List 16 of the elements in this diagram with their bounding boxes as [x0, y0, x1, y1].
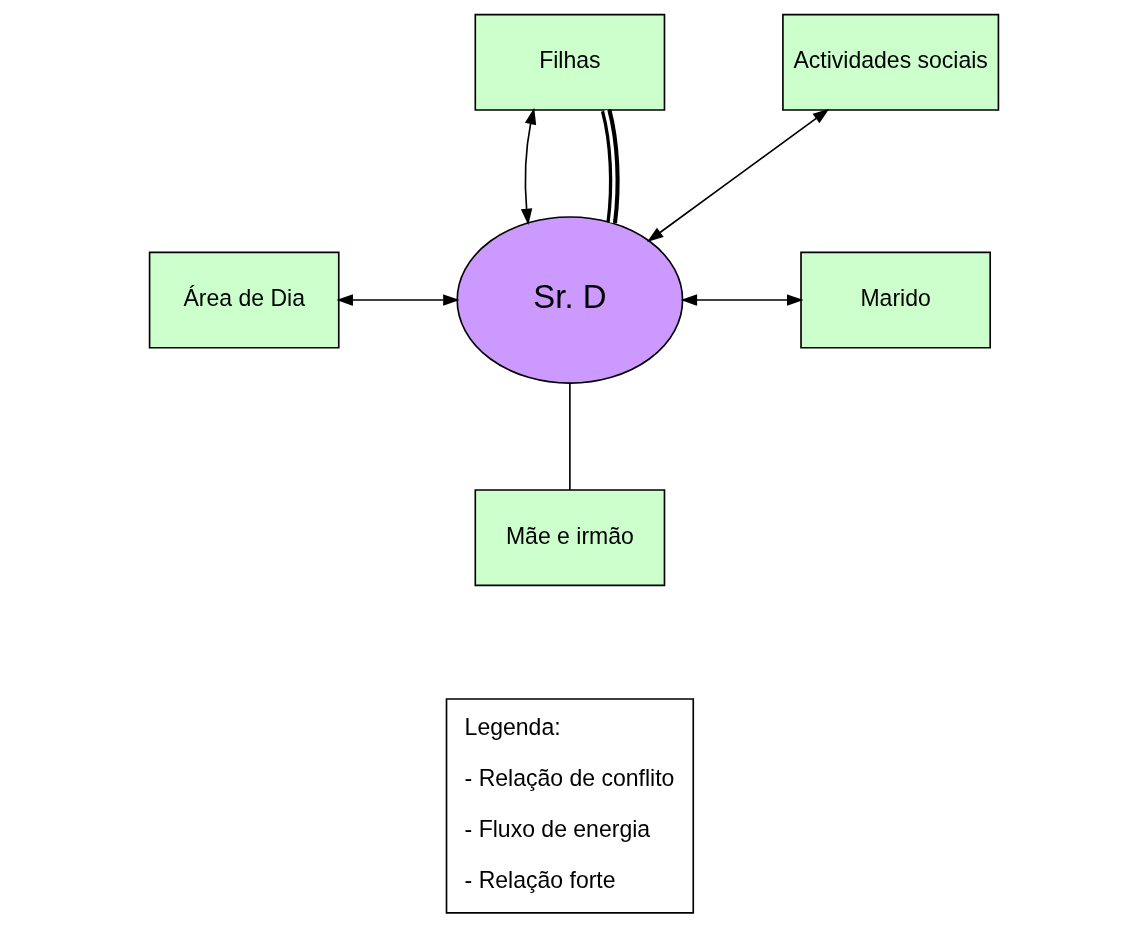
node-box: Marido	[800, 251, 991, 349]
node-box: Área de Dia	[148, 251, 340, 349]
arrow	[336, 294, 460, 306]
node-box: Mãe e irmão	[474, 489, 666, 587]
arrow	[647, 108, 830, 242]
arrow	[520, 107, 537, 226]
arrow	[680, 294, 804, 306]
node-box: Filhas	[474, 13, 666, 111]
node-ellipse: Sr. D	[456, 216, 684, 384]
connector	[600, 108, 620, 224]
legend-label: - Fluxo de energia	[464, 816, 651, 843]
label: Legenda:	[464, 714, 561, 741]
node-box: Actividades sociais	[782, 13, 1000, 111]
legend-label: - Relação forte	[464, 867, 616, 894]
connector	[569, 382, 571, 491]
legend-label: - Relação de conflito	[464, 765, 675, 792]
